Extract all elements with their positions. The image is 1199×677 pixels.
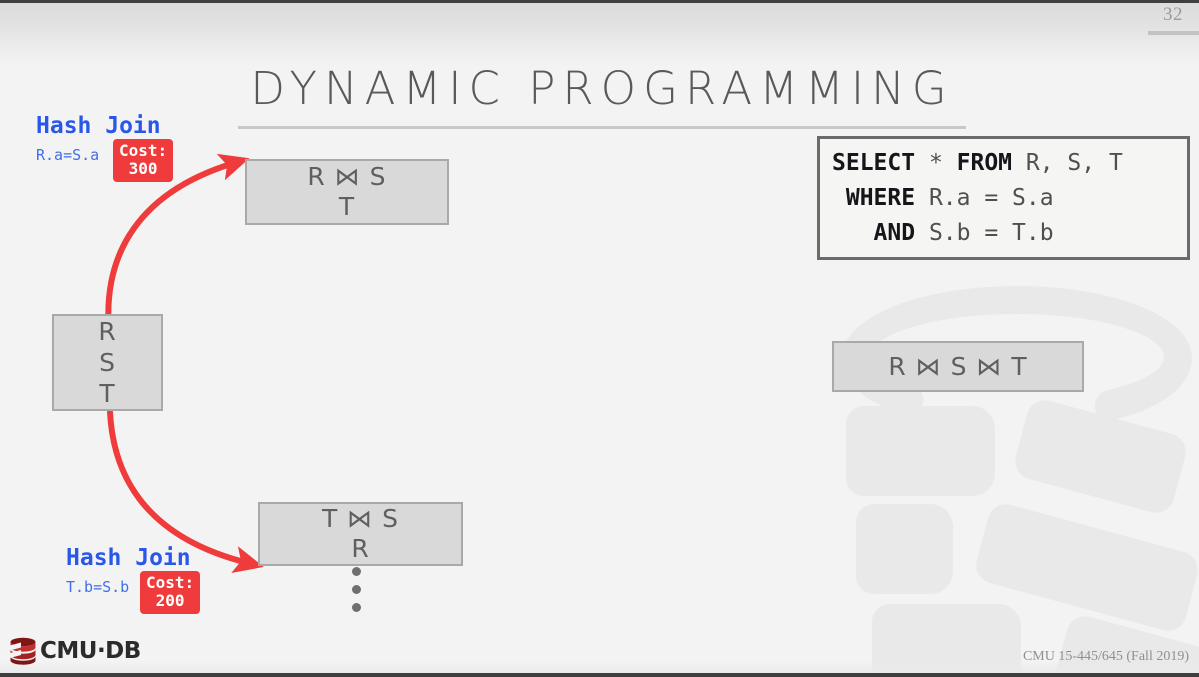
- sql-keyword-and: AND: [832, 220, 916, 246]
- plan-box-ts-join-r-line1: T ⋈ S: [321, 504, 400, 533]
- plan-box-rs-join-t-line1: R ⋈ S: [307, 162, 387, 191]
- annotation-lower-operator: Hash Join: [66, 545, 191, 571]
- annotation-upper-cost-value: 300: [128, 159, 158, 178]
- header-gradient-band: [0, 3, 1199, 65]
- footer-course-label: CMU 15-445/645 (Fall 2019): [1022, 649, 1189, 664]
- bottom-border-rule: [0, 673, 1199, 677]
- sql-and-predicate: S.b = T.b: [915, 220, 1054, 246]
- plan-box-rs-join-t[interactable]: R ⋈ S T: [245, 159, 449, 225]
- sql-keyword-select: SELECT: [832, 150, 916, 176]
- sql-where-predicate: R.a = S.a: [915, 185, 1054, 211]
- sql-query-box: SELECT * FROM R, S, T WHERE R.a = S.a AN…: [817, 136, 1190, 260]
- ellipsis-dot: [351, 603, 361, 612]
- database-logo-icon: [8, 637, 36, 665]
- sql-keyword-from: FROM: [956, 150, 1013, 176]
- top-border-rule: [0, 0, 1199, 3]
- ellipsis-dots: [349, 567, 363, 612]
- annotation-upper-cost-label: Cost:: [119, 141, 168, 160]
- plan-box-rs-join-t-line2: T: [338, 192, 356, 221]
- arrow-to-rs-t: [105, 153, 250, 333]
- footer-gradient-band: [0, 661, 1199, 673]
- sql-keyword-where: WHERE: [832, 185, 916, 211]
- ellipsis-dot: [351, 585, 361, 594]
- title-divider: [238, 126, 966, 129]
- annotation-lower-cost-badge: Cost: 200: [140, 571, 201, 614]
- annotation-upper-cost-badge: Cost: 300: [113, 139, 174, 182]
- sql-star: *: [915, 150, 957, 176]
- plan-box-base-r: R: [98, 317, 117, 346]
- annotation-upper-predicate: R.a=S.a: [36, 146, 100, 164]
- cmu-db-logo[interactable]: CMU·DB: [8, 637, 141, 665]
- annotation-lower-predicate: T.b=S.b: [66, 578, 130, 596]
- page-number-underline: [1148, 31, 1199, 35]
- page-title: DYNAMIC PROGRAMMING: [250, 62, 954, 115]
- plan-box-final-join-label: R ⋈ S ⋈ T: [888, 351, 1028, 381]
- sql-from-tables: R, S, T: [1012, 150, 1123, 176]
- cmu-db-logo-text: CMU·DB: [40, 638, 141, 664]
- plan-box-base-t: T: [99, 379, 116, 408]
- plan-box-base-s: S: [99, 348, 116, 377]
- annotation-lower-cost-label: Cost:: [146, 573, 195, 592]
- plan-box-ts-join-r[interactable]: T ⋈ S R: [258, 502, 463, 566]
- annotation-lower-cost-value: 200: [155, 591, 185, 610]
- annotation-upper-operator: Hash Join: [36, 113, 161, 139]
- plan-box-ts-join-r-line2: R: [351, 534, 370, 563]
- plan-box-final-join[interactable]: R ⋈ S ⋈ T: [832, 341, 1084, 392]
- arrow-to-ts-r: [107, 409, 264, 574]
- page-number: 32: [1163, 4, 1183, 25]
- database-watermark-icon: [842, 286, 1199, 677]
- plan-box-base-relations[interactable]: R S T: [52, 314, 163, 411]
- ellipsis-dot: [351, 567, 361, 576]
